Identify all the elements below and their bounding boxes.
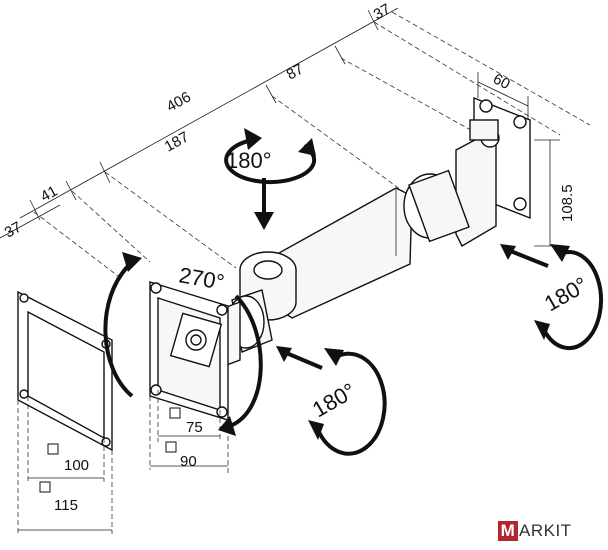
vesa-plate-large — [17, 290, 113, 452]
rotation-tilt-label: 270° — [177, 262, 226, 295]
dim-41: 41 — [38, 183, 61, 206]
rotation-arrow-head — [276, 346, 387, 456]
dim-108-5: 108.5 — [559, 184, 576, 222]
dim-108-lines — [534, 139, 560, 247]
dim-60: 60 — [490, 70, 513, 93]
vesa-115-label: 115 — [54, 497, 78, 514]
rotation-arrow-wall — [500, 244, 603, 350]
vesa-100-label: 100 — [64, 457, 89, 474]
checkbox-90 — [165, 441, 177, 453]
logo-text: ARKIT — [519, 521, 572, 540]
markit-logo: M ARKIT — [498, 520, 572, 542]
rotation-arrow-top — [224, 128, 317, 230]
logo-initial: M — [498, 521, 518, 541]
dim-87: 87 — [284, 61, 307, 84]
rotation-arrow-tilt — [103, 252, 263, 436]
dim-60-lines — [477, 72, 529, 122]
vesa-plate-small — [149, 281, 229, 421]
dim-406: 406 — [164, 88, 194, 115]
rotation-wall-label: 180° — [540, 272, 592, 316]
rotation-top-label: 180° — [226, 148, 272, 173]
vesa-90-label: 90 — [180, 453, 197, 470]
tilt-head — [223, 289, 273, 368]
rotation-head-label: 180° — [308, 378, 360, 422]
dim-37-top: 37 — [371, 1, 394, 24]
upper-arm — [265, 169, 470, 319]
checkbox-75 — [169, 407, 181, 419]
dim-187: 187 — [162, 128, 192, 155]
dim-37-left: 37 — [2, 219, 25, 242]
dimension-chain — [0, 7, 591, 277]
vesa-75-label: 75 — [186, 419, 203, 436]
checkbox-115 — [39, 481, 51, 493]
checkbox-100 — [47, 443, 59, 455]
